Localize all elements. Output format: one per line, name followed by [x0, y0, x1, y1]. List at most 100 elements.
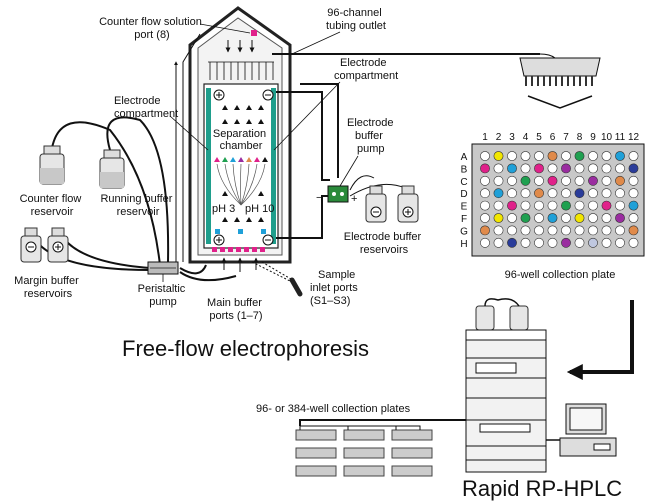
plate-well — [628, 225, 639, 236]
running-buffer-reservoir-bottle — [99, 149, 125, 189]
plate-row-label: C — [460, 177, 467, 188]
main-buffer-port-markers — [212, 247, 265, 252]
plate-well — [615, 163, 625, 174]
plate-well — [561, 188, 571, 199]
plate-well — [601, 175, 612, 186]
plate-well — [561, 225, 571, 236]
running-buffer-reservoir-label: Running buffer reservoir — [100, 193, 175, 218]
plate-well — [588, 151, 598, 161]
electrode-buffer-reservoirs-label: Electrode buffer reservoirs — [344, 231, 425, 256]
plate-well — [480, 163, 490, 174]
plate-well — [493, 188, 504, 199]
plate-column-label: 2 — [496, 132, 502, 143]
plate-well — [561, 213, 571, 223]
collection-plates-multi — [295, 425, 433, 477]
plate-well — [615, 175, 625, 186]
counter-flow-inlet-arrows — [225, 40, 255, 53]
plate-well — [615, 151, 625, 161]
electrode-buffer-pump-label: Electrode buffer pump — [347, 117, 397, 155]
plate-well — [615, 225, 625, 236]
plate-well — [520, 200, 531, 211]
plate-well — [534, 225, 544, 236]
plate-well — [547, 175, 558, 186]
ph-high-label: pH 10 — [245, 203, 274, 215]
plate-to-hplc-arrow — [566, 300, 634, 380]
plate-well — [628, 175, 639, 186]
plate-well — [493, 237, 504, 248]
plate-well — [493, 225, 504, 236]
plate-well — [547, 213, 558, 223]
plate-well — [574, 188, 585, 199]
plate-well — [615, 237, 625, 248]
plate-column-label: 8 — [577, 132, 583, 143]
plate-column-label: 10 — [601, 132, 613, 143]
plate-well — [588, 237, 598, 248]
plate-row-label: G — [460, 226, 468, 237]
plate-well — [574, 200, 585, 211]
plate-well — [520, 225, 531, 236]
plate-well — [507, 237, 517, 248]
electrode-buffer-pump — [327, 185, 349, 203]
plate-column-label: 5 — [536, 132, 542, 143]
plate-well — [574, 163, 585, 174]
plate-well — [601, 200, 612, 211]
plate-well — [480, 237, 490, 248]
plate-well — [615, 213, 625, 223]
plate-well — [480, 225, 490, 236]
plate-well — [547, 237, 558, 248]
sample-inlet-markers — [215, 229, 266, 234]
plate-well — [601, 163, 612, 174]
collection-plate-96-label: 96-well collection plate — [505, 269, 616, 281]
plate-well — [561, 163, 571, 174]
flow-direction-markers — [222, 105, 264, 222]
plate-well — [615, 188, 625, 199]
plate-row-label: F — [461, 214, 467, 225]
plate-row-label: H — [460, 239, 467, 250]
plate-well — [480, 175, 490, 186]
peristaltic-pump-label: Peristaltic pump — [138, 283, 189, 308]
electrode-pump-leader — [339, 155, 359, 187]
plate-well — [534, 175, 544, 186]
collection-plates-multi-label: 96- or 384-well collection plates — [256, 403, 411, 415]
plate-well — [628, 213, 639, 223]
plate-well — [588, 213, 598, 223]
plate-well — [601, 188, 612, 199]
hplc-title: Rapid RP-HPLC — [462, 476, 622, 501]
plate-well — [547, 200, 558, 211]
peristaltic-pump — [147, 261, 179, 275]
plate-row-label: E — [461, 202, 468, 213]
plate-well — [615, 200, 625, 211]
electrode-buffer-reservoir-minus — [365, 185, 387, 223]
plate-well — [507, 213, 517, 223]
right-electrode-strip — [271, 88, 276, 244]
plate-well — [480, 200, 490, 211]
tubing-bundle-connector — [519, 57, 601, 109]
tubing-outlet-leader — [291, 31, 341, 55]
plate-well — [588, 188, 598, 199]
plate-column-label: 12 — [628, 132, 640, 143]
plate-column-label: 6 — [550, 132, 556, 143]
plate-well — [493, 175, 504, 186]
plate-well — [561, 175, 571, 186]
plate-well — [561, 237, 571, 248]
plate-row-label: D — [460, 189, 467, 200]
plate-well — [628, 163, 639, 174]
plate-column-label: 1 — [482, 132, 488, 143]
plate-well — [588, 225, 598, 236]
plate-well — [534, 213, 544, 223]
computer-icon — [546, 403, 617, 457]
plate-well — [601, 237, 612, 248]
plate-well — [507, 151, 517, 161]
electrode-left-leader — [169, 115, 209, 151]
electrode-buffer-reservoir-plus — [397, 185, 419, 223]
plate-row-label: B — [461, 164, 468, 175]
plate-well — [520, 213, 531, 223]
plate-column-label: 4 — [523, 132, 529, 143]
plate-well — [534, 151, 544, 161]
electrode-compartment-left-label: Electrode compartment — [114, 95, 178, 120]
pump-minus-sign: − — [316, 192, 322, 204]
plate-well — [520, 188, 531, 199]
